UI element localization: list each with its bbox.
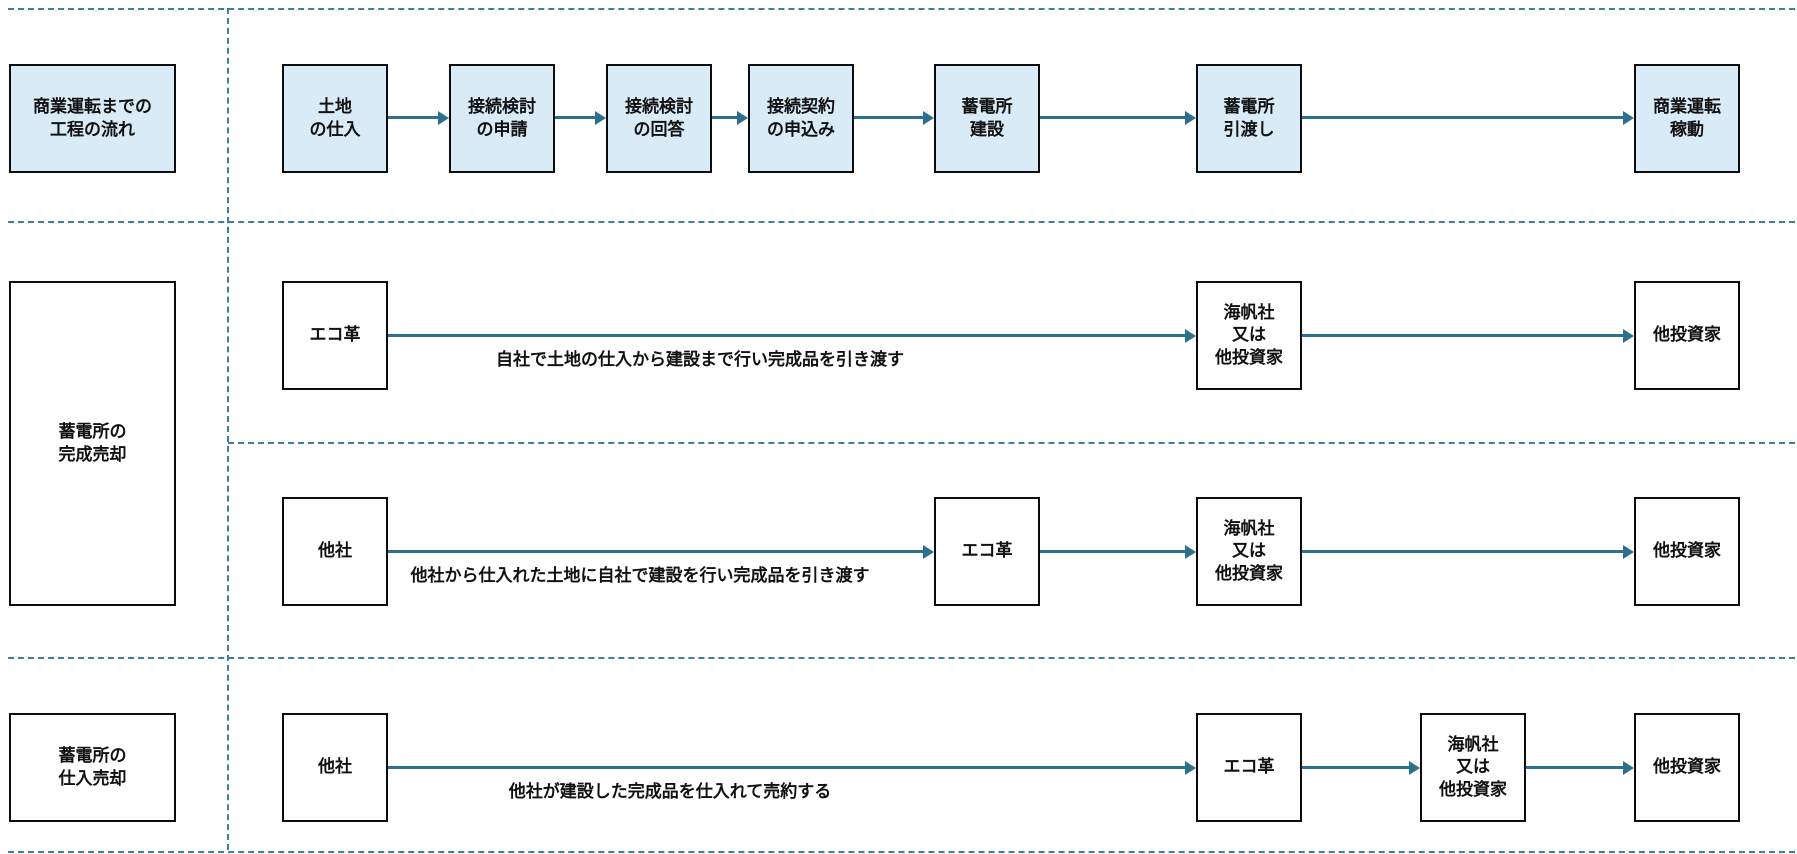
- entity-box-kaihansha-or-investor: 海帆社 又は 他投資家: [1420, 713, 1526, 822]
- flow-arrow: [1526, 766, 1624, 769]
- flow-arrow: [388, 116, 439, 119]
- flow-arrowhead: [1623, 761, 1634, 775]
- flow-arrow: [1040, 116, 1186, 119]
- section-label-process: 商業運転までの 工程の流れ: [9, 64, 176, 173]
- entity-box-ecokaku: エコ革: [282, 281, 388, 390]
- flow-arrowhead: [1185, 111, 1196, 125]
- flow-arrow: [712, 116, 738, 119]
- process-step-storage-handover: 蓄電所 引渡し: [1196, 64, 1302, 173]
- process-step-connection-study-reply: 接続検討 の回答: [606, 64, 712, 173]
- flow-arrow: [388, 766, 1186, 769]
- entity-box-other-investor: 他投資家: [1634, 497, 1740, 606]
- flow-note: 他社が建設した完成品を仕入れて売約する: [508, 782, 832, 801]
- entity-box-other-investor: 他投資家: [1634, 713, 1740, 822]
- divider-section2-section3: [8, 657, 1795, 659]
- flow-arrowhead: [1623, 111, 1634, 125]
- flow-note: 自社で土地の仕入から建設まで行い完成品を引き渡す: [496, 350, 904, 369]
- entity-box-kaihansha-or-investor: 海帆社 又は 他投資家: [1196, 281, 1302, 390]
- flow-arrowhead: [438, 111, 449, 125]
- process-step-land-purchase: 土地 の仕入: [282, 64, 388, 173]
- flow-arrowhead: [1185, 545, 1196, 559]
- flow-arrowhead: [1409, 761, 1420, 775]
- section-label-purchase-sale: 蓄電所の 仕入売却: [9, 713, 176, 822]
- entity-box-tasha: 他社: [282, 713, 388, 822]
- divider-section1-section2: [8, 221, 1795, 223]
- flow-arrow: [1302, 550, 1624, 553]
- process-step-commercial-operation: 商業運転 稼動: [1634, 64, 1740, 173]
- flow-arrow: [1040, 550, 1186, 553]
- divider-subrow: [228, 442, 1795, 444]
- process-step-connection-contract-application: 接続契約 の申込み: [748, 64, 854, 173]
- flow-arrow: [388, 550, 924, 553]
- flow-arrowhead: [1623, 545, 1634, 559]
- divider-bottom: [8, 851, 1795, 853]
- flow-arrow: [388, 334, 1186, 337]
- divider-top: [8, 8, 1795, 10]
- section-label-completed-sale: 蓄電所の 完成売却: [9, 281, 176, 606]
- flow-arrow: [555, 116, 596, 119]
- flow-arrow: [1302, 334, 1624, 337]
- flow-arrowhead: [923, 545, 934, 559]
- entity-box-kaihansha-or-investor: 海帆社 又は 他投資家: [1196, 497, 1302, 606]
- flow-arrowhead: [595, 111, 606, 125]
- flow-arrow: [1302, 766, 1410, 769]
- process-step-connection-study-application: 接続検討 の申請: [449, 64, 555, 173]
- flow-arrowhead: [1185, 761, 1196, 775]
- process-step-storage-construction: 蓄電所 建設: [934, 64, 1040, 173]
- entity-box-ecokaku: エコ革: [1196, 713, 1302, 822]
- flow-note: 他社から仕入れた土地に自社で建設を行い完成品を引き渡す: [410, 566, 870, 585]
- divider-vertical: [227, 8, 229, 850]
- flow-arrow: [1302, 116, 1624, 119]
- flow-arrowhead: [737, 111, 748, 125]
- entity-box-other-investor: 他投資家: [1634, 281, 1740, 390]
- entity-box-tasha: 他社: [282, 497, 388, 606]
- flow-arrowhead: [1623, 329, 1634, 343]
- flow-arrowhead: [923, 111, 934, 125]
- flow-arrow: [854, 116, 924, 119]
- flow-arrowhead: [1185, 329, 1196, 343]
- entity-box-ecokaku: エコ革: [934, 497, 1040, 606]
